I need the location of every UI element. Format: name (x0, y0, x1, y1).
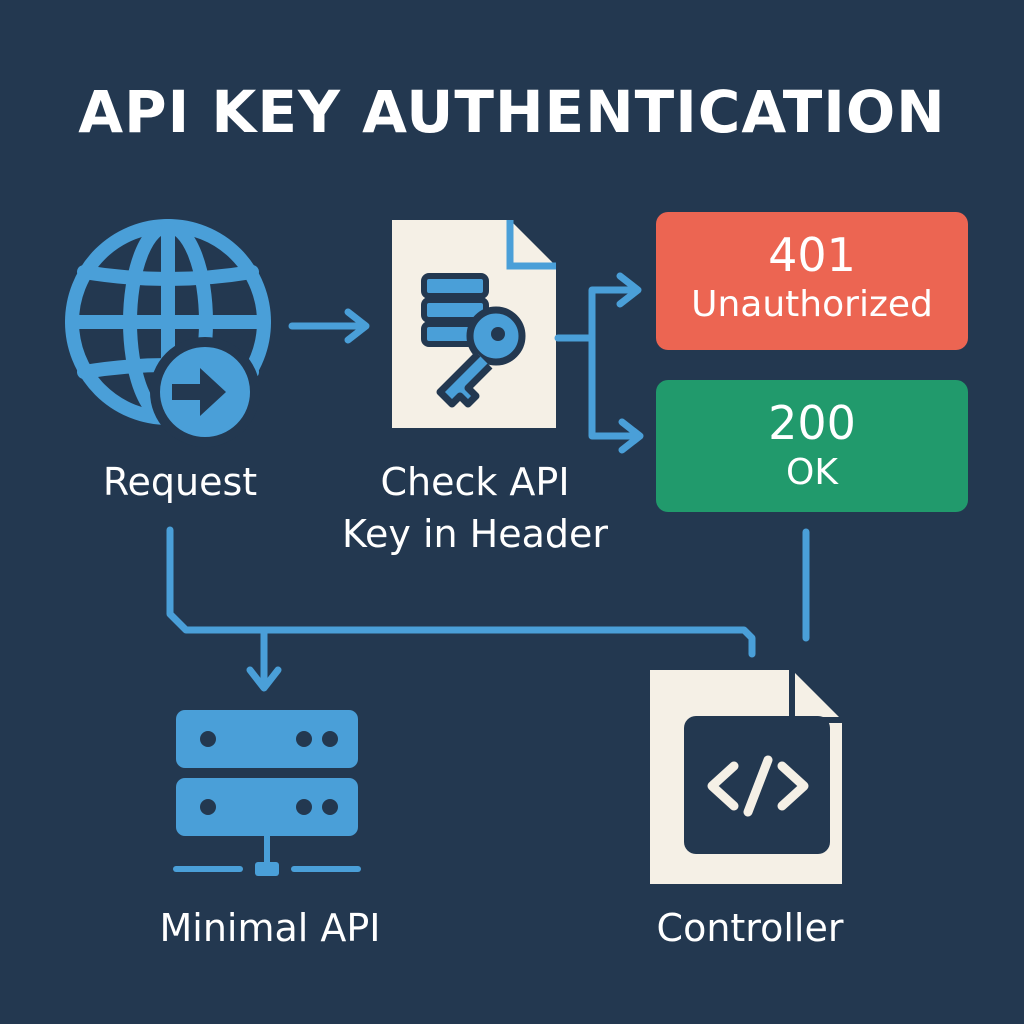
status-401-code: 401 (768, 228, 856, 282)
arrow-request-to-check (288, 308, 370, 344)
status-200-code: 200 (768, 396, 856, 450)
request-label: Request (102, 460, 258, 504)
globe-arrow-icon (65, 219, 271, 447)
check-label-line-1: Check API (380, 460, 570, 504)
status-200-text: OK (786, 452, 838, 493)
status-200-box: 200 OK (656, 380, 968, 512)
branch-arrows (554, 272, 644, 454)
status-401-box: 401 Unauthorized (656, 212, 968, 350)
code-document-icon (650, 670, 842, 884)
document-key-icon (392, 220, 556, 428)
server-icon (173, 710, 361, 876)
check-api-key-label: Check API Key in Header (320, 456, 630, 560)
connector-lines (166, 526, 810, 692)
status-401-text: Unauthorized (691, 284, 933, 325)
minimal-api-label: Minimal API (159, 906, 381, 950)
check-label-line-2: Key in Header (341, 512, 609, 556)
controller-label: Controller (656, 906, 844, 950)
page-title: API KEY AUTHENTICATION (78, 78, 946, 146)
